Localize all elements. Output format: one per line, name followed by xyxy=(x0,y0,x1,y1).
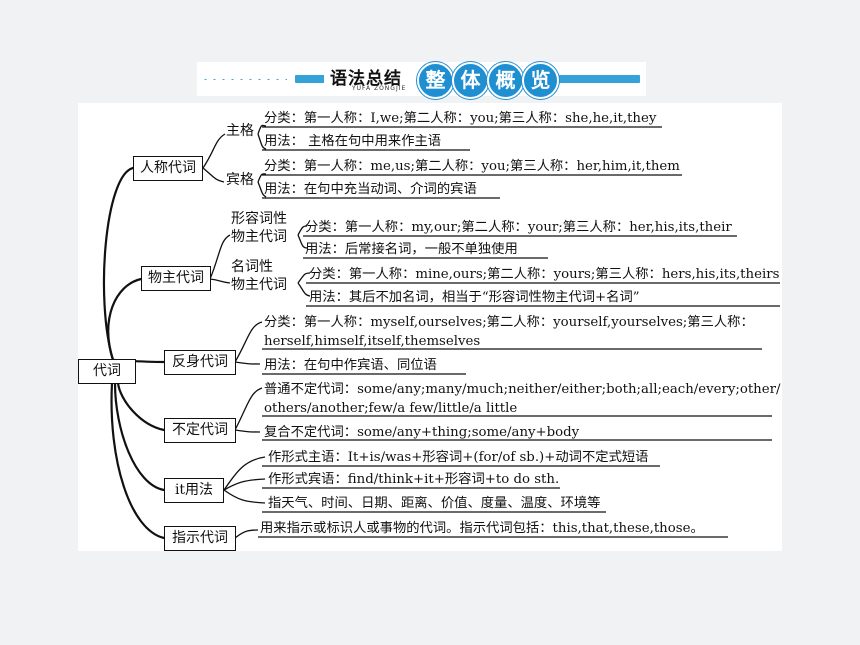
leaf-demonstrative-definition: 用来指示或标识人或事物的代词。指示代词包括：this,that,these,th… xyxy=(260,521,704,536)
root-node-pronoun: 代词 xyxy=(78,359,136,384)
label-object-case: 宾格 xyxy=(226,172,254,188)
leaf-reflexive-classification: 分类：第一人称：myself,ourselves;第二人称：yourself,y… xyxy=(264,315,754,330)
node-possessive-pronoun: 物主代词 xyxy=(141,266,211,291)
label-adjective-possessive-line2: 物主代词 xyxy=(231,229,287,245)
node-reflexive-pronoun: 反身代词 xyxy=(164,350,236,375)
banner-bubble-2: 体 xyxy=(452,62,489,99)
label-noun-possessive-line2: 物主代词 xyxy=(231,277,287,293)
banner-bubble-4: 览 xyxy=(522,62,559,99)
label-noun-possessive-line1: 名词性 xyxy=(231,259,273,275)
leaf-noun-possessive-classification: 分类：第一人称：mine,ours;第二人称：yours;第三人称：hers,h… xyxy=(309,267,780,282)
leaf-object-usage: 用法：在句中充当动词、介词的宾语 xyxy=(264,182,477,197)
leaf-it-formal-object: 作形式宾语：find/think+it+形容词+to do sth. xyxy=(268,472,560,487)
leaf-indefinite-compound: 复合不定代词：some/any+thing;some/any+body xyxy=(264,425,580,440)
leaf-adjective-possessive-usage: 用法：后常接名词，一般不单独使用 xyxy=(305,242,518,257)
banner-bar-right xyxy=(512,75,640,83)
leaf-adjective-possessive-classification: 分类：第一人称：my,our;第二人称：your;第三人称：her,his,it… xyxy=(305,220,732,235)
leaf-indefinite-common-cont: others/another;few/a few/little/a little xyxy=(264,401,518,416)
banner-subtitle: YUFA ZONGJIE xyxy=(352,85,407,92)
leaf-it-weather-time: 指天气、时间、日期、距离、价值、度量、温度、环境等 xyxy=(268,496,601,511)
leaf-subject-classification: 分类：第一人称：I,we;第二人称：you;第三人称：she,he,it,the… xyxy=(264,111,657,126)
leaf-noun-possessive-usage: 用法：其后不加名词，相当于“形容词性物主代词+名词” xyxy=(309,290,640,305)
leaf-it-formal-subject: 作形式主语：It+is/was+形容词+(for/of sb.)+动词不定式短语 xyxy=(268,450,649,465)
label-subject-case: 主格 xyxy=(226,123,254,139)
node-demonstrative-pronoun: 指示代词 xyxy=(164,526,236,551)
leaf-object-classification: 分类：第一人称：me,us;第二人称：you;第三人称：her,him,it,t… xyxy=(264,159,680,174)
leaf-subject-usage: 用法： 主格在句中用来作主语 xyxy=(264,134,442,149)
banner-title: 语法总结 xyxy=(330,69,402,89)
header-banner: 语法总结 YUFA ZONGJIE 整 体 概 览 xyxy=(197,62,646,99)
node-indefinite-pronoun: 不定代词 xyxy=(164,418,236,443)
label-adjective-possessive-line1: 形容词性 xyxy=(231,211,287,227)
leaf-indefinite-common: 普通不定代词：some/any;many/much;neither/either… xyxy=(264,382,781,397)
node-personal-pronoun: 人称代词 xyxy=(133,156,203,181)
node-it-usage: it用法 xyxy=(164,478,224,503)
leaf-reflexive-classification-cont: herself,himself,itself,themselves xyxy=(264,334,481,349)
banner-dots-left xyxy=(201,78,287,80)
leaf-reflexive-usage: 用法：在句中作宾语、同位语 xyxy=(264,358,437,373)
